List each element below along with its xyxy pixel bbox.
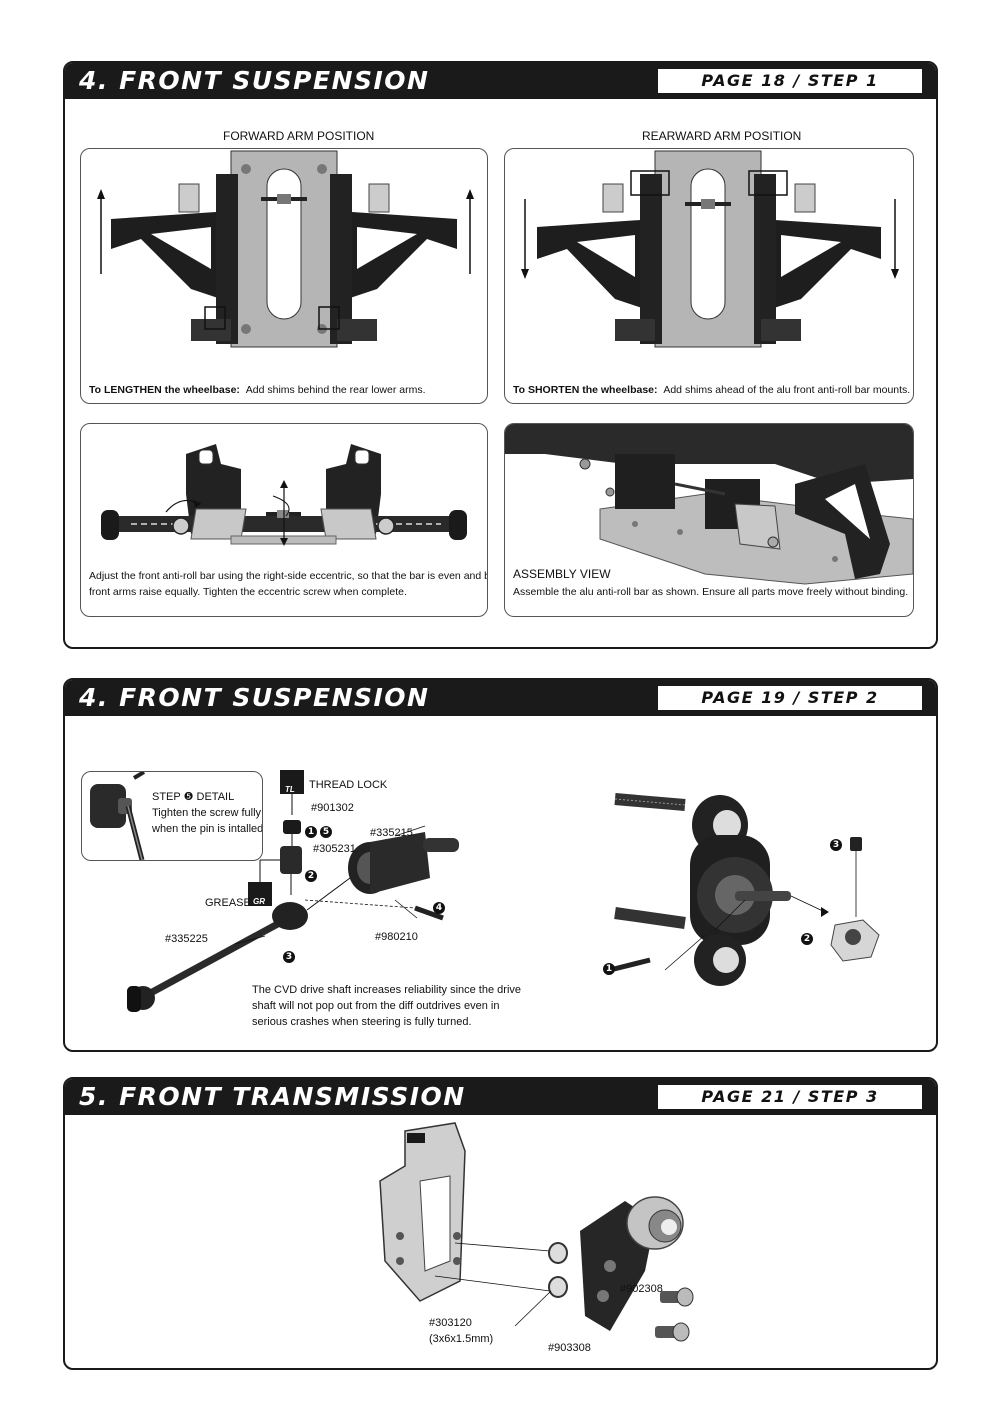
forward-arm-caption: To LENGTHEN the wheelbase: Add shims beh… xyxy=(89,382,426,398)
section-title: 5. FRONT TRANSMISSION xyxy=(79,1082,466,1111)
part-903308-label: #903308 xyxy=(548,1342,591,1354)
rearward-caption-text: Add shims ahead of the alu front anti-ro… xyxy=(663,384,911,396)
rearward-arm-panel: To SHORTEN the wheelbase: Add shims ahea… xyxy=(504,148,914,404)
thread-lock-icon: TL xyxy=(285,785,295,794)
rearward-arm-heading: REARWARD ARM POSITION xyxy=(642,129,802,143)
thread-lock-label: THREAD LOCK xyxy=(309,779,388,791)
part-335215-label: #335215 xyxy=(370,827,413,839)
forward-caption-text: Add shims behind the rear lower arms. xyxy=(245,384,426,396)
part-305231-label: #305231 xyxy=(313,843,356,855)
section-front-transmission-step3: 5. FRONT TRANSMISSION PAGE 21 / STEP 3 #… xyxy=(63,1077,938,1370)
cvd-note-line3: serious crashes when steering is fully t… xyxy=(252,1016,472,1028)
assembly-view-title: ASSEMBLY VIEW xyxy=(513,567,611,581)
right-step-number-2: 2 xyxy=(801,933,813,945)
cvd-exploded-illustration xyxy=(127,770,459,1012)
step-number-1: 1 xyxy=(305,826,317,838)
rearward-arm-caption: To SHORTEN the wheelbase: Add shims ahea… xyxy=(513,382,910,398)
section-front-suspension-step2: 4. FRONT SUSPENSION PAGE 19 / STEP 2 STE… xyxy=(63,678,938,1052)
antiroll-bar-panel: Adjust the front anti-roll bar using the… xyxy=(80,423,488,617)
part-902308-label: #902308 xyxy=(620,1283,663,1295)
forward-arm-heading: FORWARD ARM POSITION xyxy=(223,129,375,143)
transmission-exploded-illustration xyxy=(379,1122,694,1342)
page-step-label: PAGE 21 / STEP 3 xyxy=(658,1085,922,1109)
antiroll-caption-line2: front arms raise equally. Tighten the ec… xyxy=(89,586,407,598)
cvd-note-line1: The CVD drive shaft increases reliabilit… xyxy=(252,984,522,996)
grease-label: GREASE xyxy=(205,897,251,909)
rearward-caption-bold: To SHORTEN the wheelbase: xyxy=(513,384,658,396)
right-step-number-1: 1 xyxy=(603,963,615,975)
knuckle-assembly-illustration xyxy=(609,793,880,986)
forward-arm-panel: To LENGTHEN the wheelbase: Add shims beh… xyxy=(80,148,488,404)
step-number-5: 5 xyxy=(320,826,332,838)
detail-illustration xyxy=(90,772,146,860)
page-step-label: PAGE 19 / STEP 2 xyxy=(658,686,922,710)
step5-detail-box: STEP ❺ DETAIL Tighten the screw fully wh… xyxy=(81,771,263,861)
forward-caption-bold: To LENGTHEN the wheelbase: xyxy=(89,384,240,396)
antiroll-bar-illustration xyxy=(101,444,467,546)
page-step-label: PAGE 18 / STEP 1 xyxy=(658,69,922,93)
assembly-view-caption: Assemble the alu anti-roll bar as shown.… xyxy=(513,586,909,598)
section-title: 4. FRONT SUSPENSION xyxy=(79,683,430,712)
detail-title: STEP ❺ DETAIL xyxy=(152,791,235,803)
step-number-2: 2 xyxy=(305,870,317,882)
cvd-note-line2: shaft will not pop out from the diff out… xyxy=(252,1000,500,1012)
section-header: 4. FRONT SUSPENSION PAGE 18 / STEP 1 xyxy=(65,63,936,99)
rearward-arm-illustration xyxy=(521,150,899,348)
step-number-4: 4 xyxy=(433,902,445,914)
part-335225-label: #335225 xyxy=(165,933,208,945)
forward-arm-illustration xyxy=(97,150,474,348)
detail-line1: Tighten the screw fully xyxy=(152,807,262,819)
part-303120-label: #303120 xyxy=(429,1317,472,1329)
part-901302-label: #901302 xyxy=(311,802,354,814)
assembly-view-panel: ASSEMBLY VIEW Assemble the alu anti-roll… xyxy=(504,423,914,617)
section-front-suspension-step1: 4. FRONT SUSPENSION PAGE 18 / STEP 1 FOR… xyxy=(63,61,938,649)
right-step-number-3: 3 xyxy=(830,839,842,851)
step-number-3: 3 xyxy=(283,951,295,963)
section-header: 4. FRONT SUSPENSION PAGE 19 / STEP 2 xyxy=(65,680,936,716)
part-980210-label: #980210 xyxy=(375,931,418,943)
antiroll-caption-line1: Adjust the front anti-roll bar using the… xyxy=(89,570,488,582)
assembly-view-illustration xyxy=(505,424,913,585)
section-header: 5. FRONT TRANSMISSION PAGE 21 / STEP 3 xyxy=(65,1079,936,1115)
grease-icon: GR xyxy=(253,897,265,906)
detail-line2: when the pin is intalled xyxy=(152,823,263,835)
section-title: 4. FRONT SUSPENSION xyxy=(79,66,430,95)
part-303120-size: (3x6x1.5mm) xyxy=(429,1333,494,1345)
